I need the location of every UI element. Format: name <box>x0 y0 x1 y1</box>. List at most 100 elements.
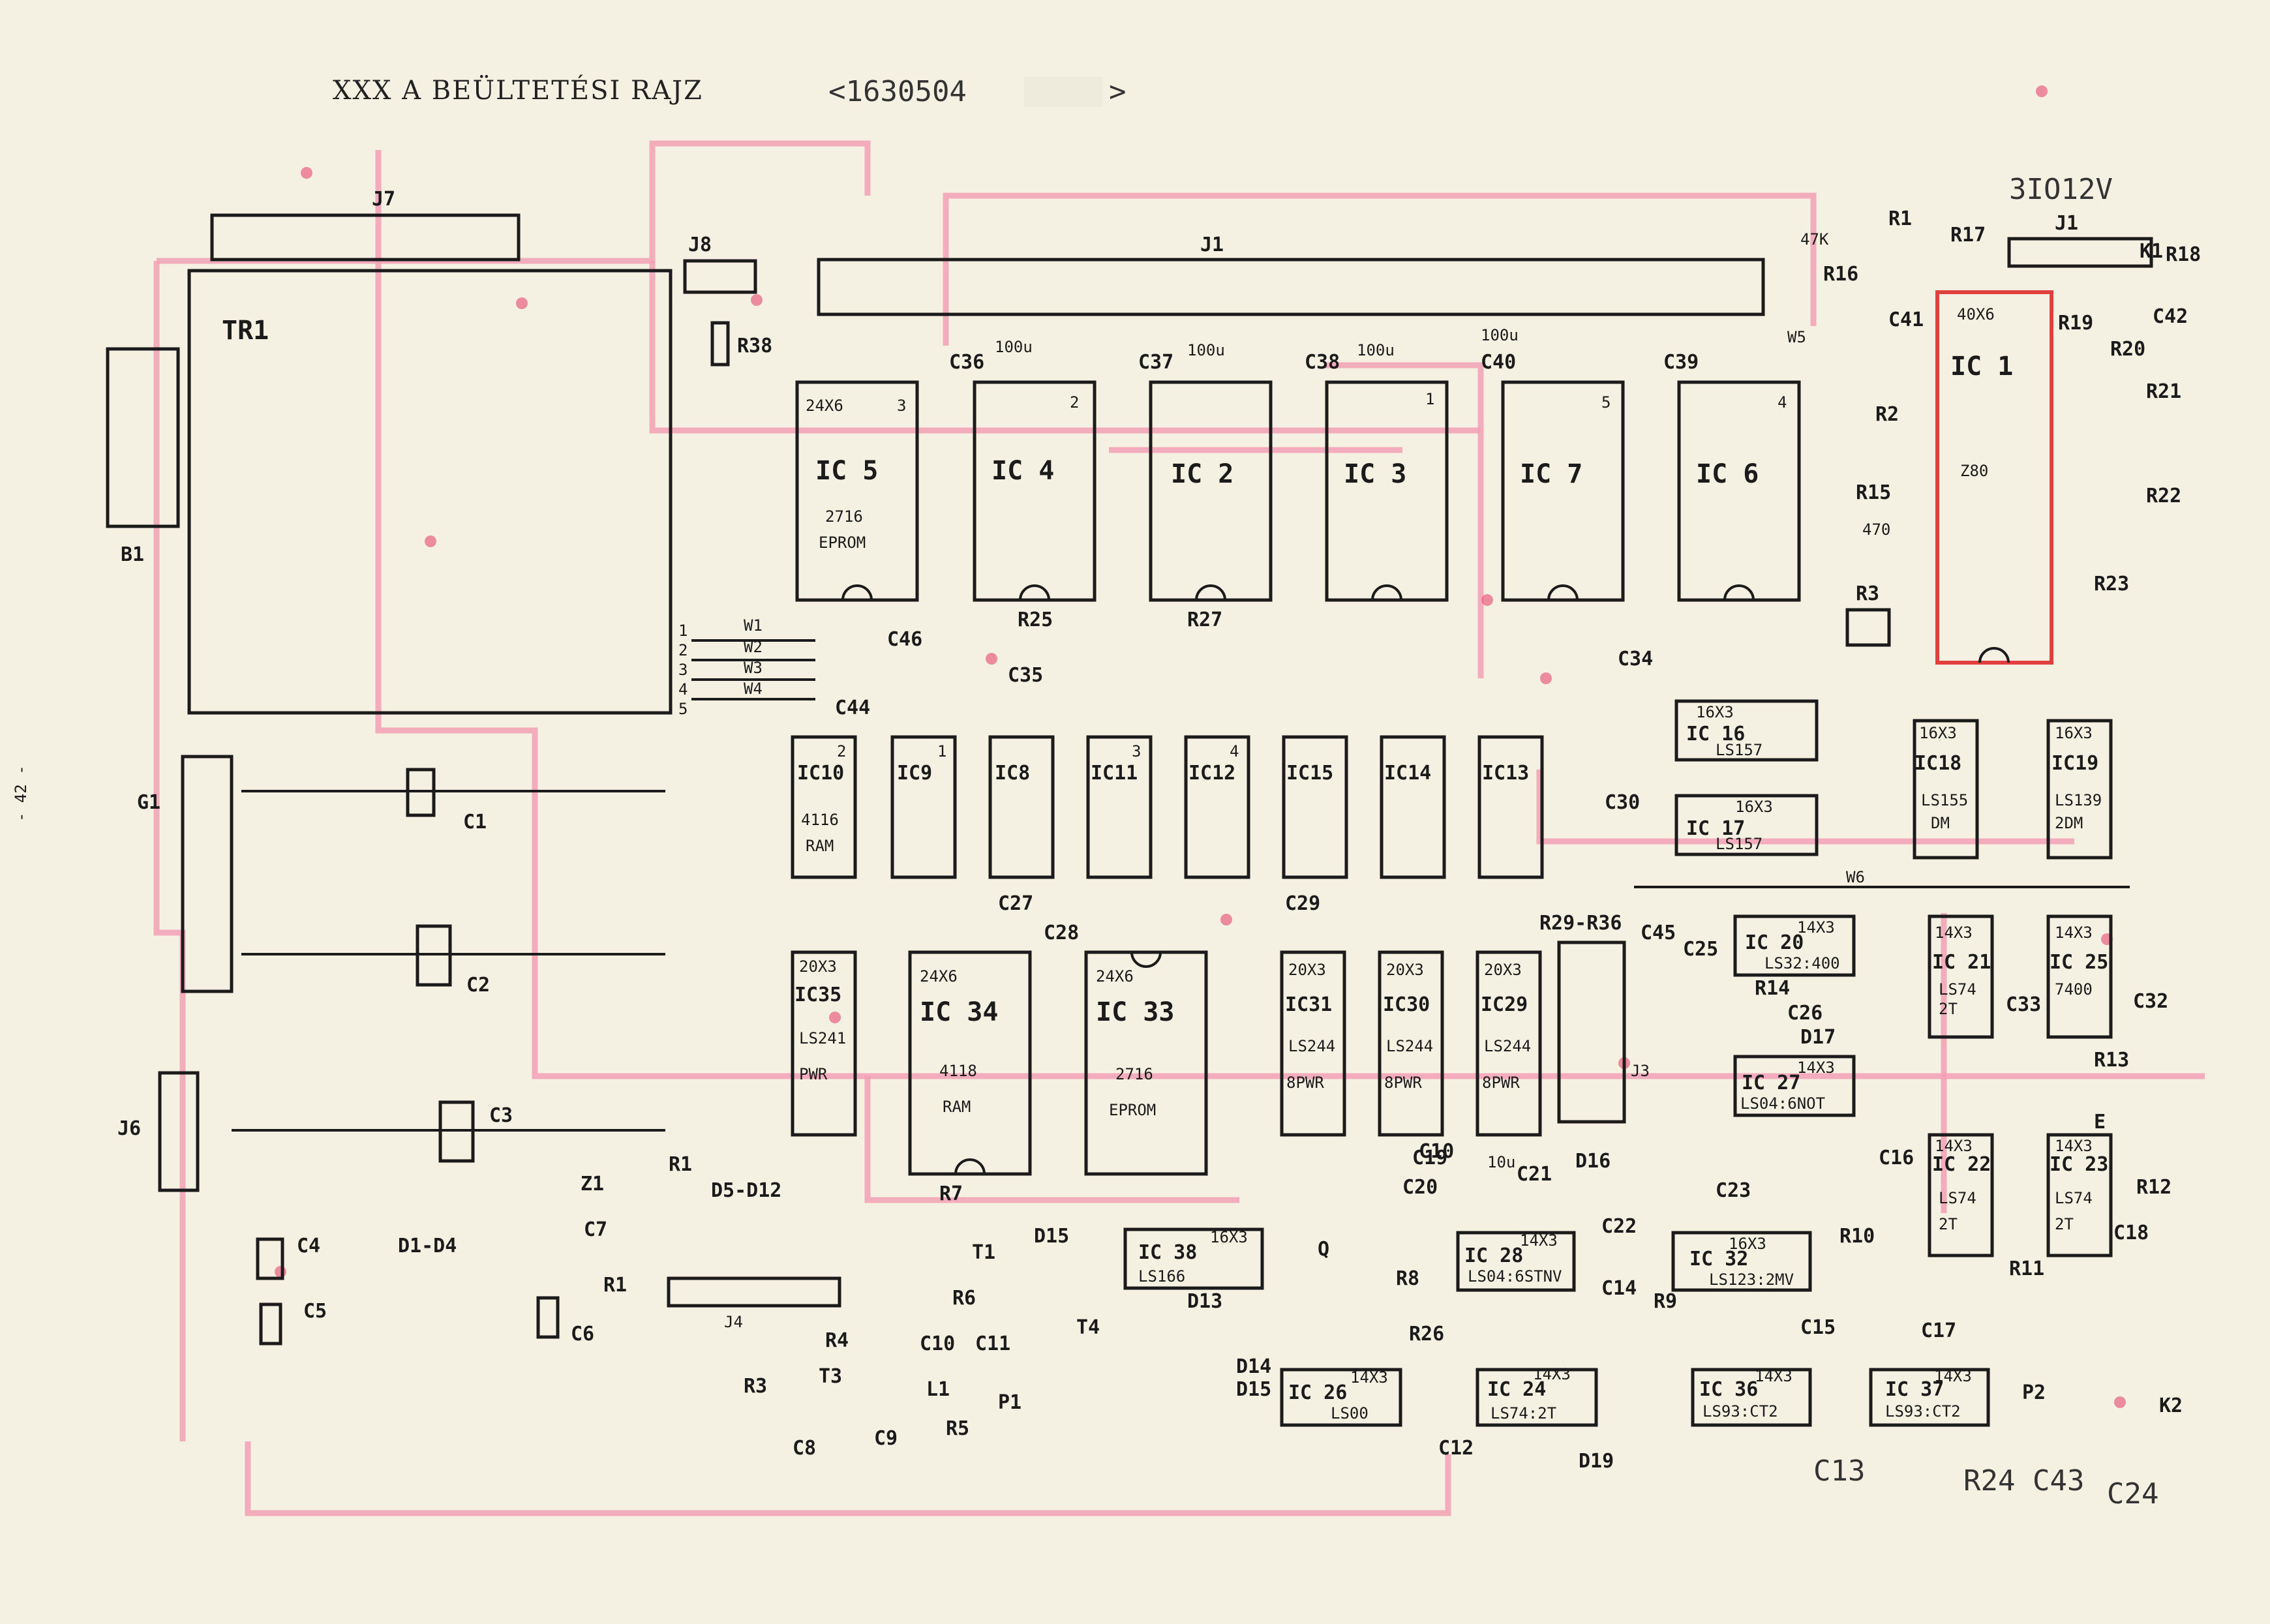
ic25-body <box>2046 914 2113 1039</box>
label-c2: C2 <box>466 974 490 997</box>
ic27-body <box>1733 1055 1856 1117</box>
capacitor-c6 <box>536 1296 560 1339</box>
ic34-body <box>908 950 1032 1176</box>
label-d13: D13 <box>1187 1290 1222 1313</box>
label-c24: C24 <box>2107 1477 2158 1511</box>
note-ic18-extra: DM <box>1931 814 1950 832</box>
note-ic1-size: 40X6 <box>1957 305 1995 323</box>
note-ic29-type: LS244 <box>1484 1037 1531 1055</box>
connector-j1-small <box>2007 237 2153 268</box>
label-c42: C42 <box>2153 305 2188 328</box>
note-ic30-size: 20X3 <box>1386 961 1424 979</box>
label-r4: R4 <box>825 1329 849 1352</box>
ic29-body <box>1476 950 1542 1137</box>
note-ic18-size: 16X3 <box>1919 724 1957 742</box>
connector-j7 <box>210 213 521 262</box>
label-c38: C38 <box>1305 351 1340 374</box>
label-c3: C3 <box>489 1104 513 1127</box>
label-w-pin-2: 2 <box>678 641 688 659</box>
label-c10: C10 <box>920 1332 955 1355</box>
ic38-body <box>1123 1227 1264 1290</box>
note-ic31-extra: 8PWR <box>1286 1074 1324 1092</box>
label-r38: R38 <box>737 335 772 357</box>
label-r7: R7 <box>939 1182 963 1205</box>
label-ic12: IC12 <box>1188 762 1235 785</box>
note-ic38-size: 16X3 <box>1210 1228 1248 1246</box>
connector-j1 <box>817 258 1765 316</box>
label-ic13: IC13 <box>1482 762 1529 785</box>
ic13-body <box>1477 735 1544 879</box>
note-ic10-type: 4116 <box>801 811 839 829</box>
pin-ic5: 3 <box>897 397 906 415</box>
label-d19: D19 <box>1579 1450 1614 1473</box>
label-c23: C23 <box>1716 1179 1751 1202</box>
label-ic20: IC 20 <box>1745 931 1804 954</box>
label-ic37: IC 37 <box>1885 1378 1944 1401</box>
label-c22: C22 <box>1601 1215 1637 1238</box>
label-j7: J7 <box>372 188 395 211</box>
label-ic24: IC 24 <box>1487 1378 1546 1401</box>
label-r1: R1 <box>1888 207 1912 230</box>
label-k2: K2 <box>2159 1394 2183 1417</box>
label-w4: W4 <box>744 680 763 698</box>
ic6-body <box>1677 380 1801 602</box>
ic14-body <box>1380 735 1446 879</box>
label-d16: D16 <box>1575 1150 1611 1173</box>
capacitor-c3 <box>438 1100 475 1163</box>
margin-page-mark: - 42 - <box>12 765 30 822</box>
label-k1: K1 <box>2140 240 2163 263</box>
note-ic30-extra: 8PWR <box>1384 1074 1422 1092</box>
label-r11: R11 <box>2009 1257 2044 1280</box>
label-w2: W2 <box>744 638 763 656</box>
label-w6: W6 <box>1846 868 1865 886</box>
label-ic8: IC8 <box>995 762 1030 785</box>
label-w3: W3 <box>744 659 763 677</box>
note-ic35-extra: PWR <box>799 1065 828 1083</box>
note-ic5-kind: EPROM <box>819 534 866 552</box>
label-r15: R15 <box>1856 481 1891 504</box>
label-c19: C19 <box>1412 1147 1447 1169</box>
label-ic19: IC19 <box>2051 752 2098 775</box>
label-r16: R16 <box>1823 263 1858 286</box>
label-c46: C46 <box>887 628 922 651</box>
ic-row-3: IC35 20X3 LS241 PWR IC 34 24X6 4118 RAM … <box>791 950 1542 1176</box>
label-c40: C40 <box>1481 351 1516 374</box>
label-z1: Z1 <box>581 1173 604 1195</box>
label-c31: C33 <box>2006 993 2041 1016</box>
label-ic9: IC9 <box>897 762 932 785</box>
note-ic24-size: 14X3 <box>1533 1365 1571 1383</box>
label-r13: R13 <box>2094 1049 2129 1072</box>
transformer-tr1 <box>187 269 673 715</box>
note-ic30-type: LS244 <box>1386 1037 1433 1055</box>
ic-row-2: IC10 4116 RAM 2 IC9 1 IC8 IC11 3 IC12 4 … <box>791 735 1544 879</box>
label-r18: R18 <box>2166 243 2201 266</box>
ic23-body <box>2046 1133 2113 1257</box>
label-ic10: IC10 <box>797 762 844 785</box>
note-ic29-extra: 8PWR <box>1482 1074 1520 1092</box>
redaction-patch <box>1024 77 1102 107</box>
ic32-body <box>1671 1231 1812 1292</box>
note-ic17-size: 16X3 <box>1735 798 1773 816</box>
ic2-body <box>1149 380 1273 602</box>
value-c38: 100u <box>1357 341 1395 359</box>
label-t1: T1 <box>972 1241 995 1264</box>
label-ic14: IC14 <box>1384 762 1431 785</box>
note-ic37-size: 14X3 <box>1934 1367 1972 1385</box>
note-ic22-extra: 2T <box>1939 1215 1958 1233</box>
label-c28: C28 <box>1044 922 1079 944</box>
label-ic2: IC 2 <box>1171 459 1233 489</box>
label-ic35: IC35 <box>794 984 841 1006</box>
label-r22: R22 <box>2146 485 2181 507</box>
ic7-body <box>1501 380 1625 602</box>
label-b1: B1 <box>121 543 144 566</box>
label-r26: R26 <box>1409 1323 1444 1346</box>
connector-g1 <box>181 755 234 993</box>
label-ic31: IC31 <box>1285 993 1332 1016</box>
label-ic6: IC 6 <box>1696 459 1759 489</box>
note-ic19-type: LS139 <box>2055 791 2102 809</box>
label-c26: C26 <box>1787 1002 1823 1025</box>
note-ic32-type: LS123:2MV <box>1709 1271 1794 1289</box>
label-j6: J6 <box>117 1117 141 1140</box>
